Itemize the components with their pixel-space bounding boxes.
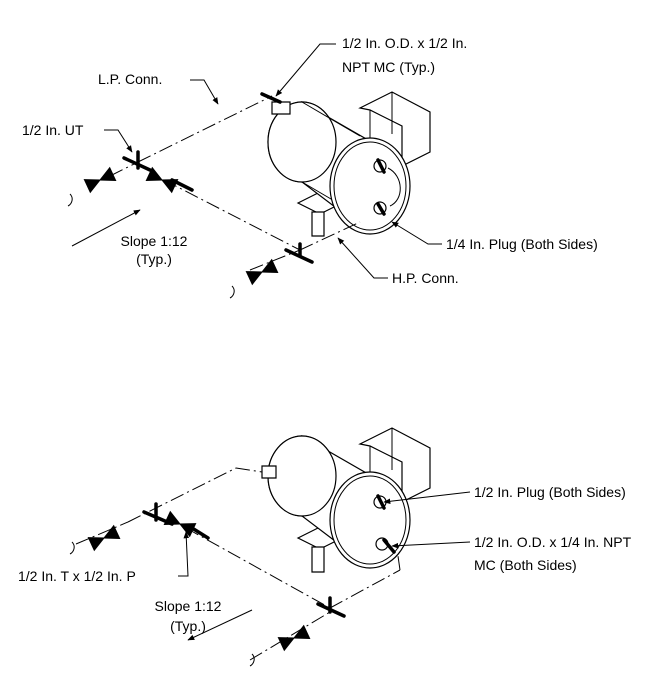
- label-quarter-plug: 1/4 In. Plug (Both Sides): [446, 236, 598, 252]
- label-union-tee: 1/2 In. UT: [22, 122, 84, 138]
- bottom-transmitter: [261, 427, 431, 573]
- label-od-fitting-line2: NPT MC (Typ.): [342, 59, 436, 75]
- label-od-npt-line2: MC (Both Sides): [474, 557, 577, 573]
- bottom-piping: [69, 467, 401, 667]
- label-tee-pipe: 1/2 In. T x 1/2 In. P: [18, 568, 136, 584]
- label-od-fitting-line1: 1/2 In. O.D. x 1/2 In.: [342, 35, 468, 51]
- bottom-leaders: [178, 491, 471, 577]
- label-slope-typ-top: (Typ.): [136, 251, 172, 267]
- top-leaders: [104, 43, 442, 279]
- label-od-npt-line1: 1/2 In. O.D. x 1/4 In. NPT: [474, 534, 632, 550]
- label-slope-bottom: Slope 1:12: [154, 598, 222, 614]
- top-transmitter: [267, 91, 431, 237]
- label-hp-conn: H.P. Conn.: [392, 270, 459, 286]
- top-piping: [67, 92, 361, 299]
- label-lp-conn: L.P. Conn.: [98, 71, 163, 87]
- label-slope-typ-bottom: (Typ.): [170, 618, 206, 634]
- label-slope-top: Slope 1:12: [120, 233, 188, 249]
- label-half-plug: 1/2 In. Plug (Both Sides): [474, 484, 626, 500]
